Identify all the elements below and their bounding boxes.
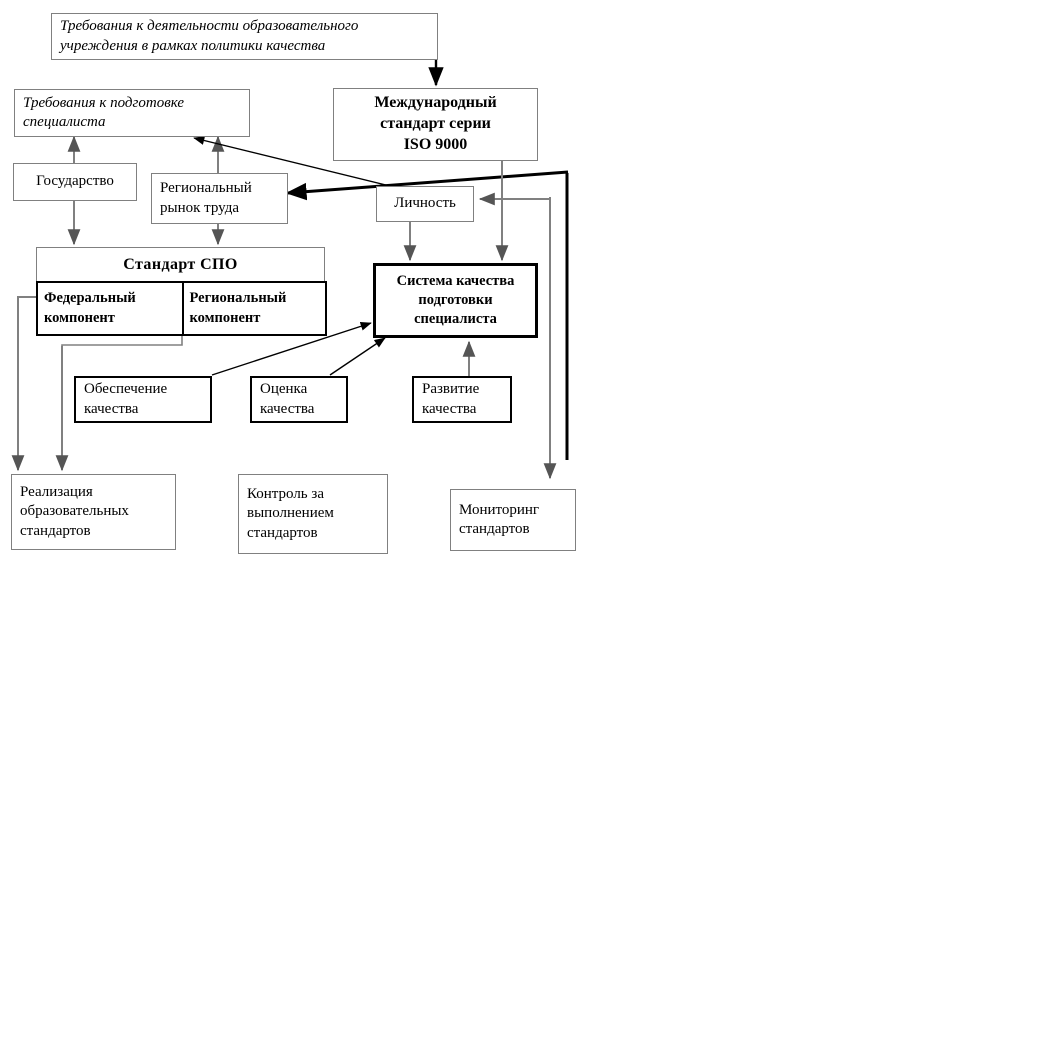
node-requirements-for-specialist[interactable]: Требования к подготовке специалиста [14,89,250,137]
node-specialist-quality-system[interactable]: Система качества подготовки специалиста [373,263,538,338]
node-personality-label: Личность [394,195,456,212]
edge-assessment-to-quality-system [329,337,386,376]
node-standards-monitoring-line1: Мониторинг [459,501,540,518]
node-quality-development-line2: качества [422,400,477,417]
node-specialist-quality-system-line2: подготовки [418,292,493,309]
node-requirements-for-activity-line1: Требования к деятельности образовательно… [60,18,359,34]
node-quality-assurance-line1: Обеспечение [84,381,168,397]
node-standards-control[interactable]: Контроль за выполнением стандартов [238,474,388,554]
edge-regional-component-to-assurance [61,333,183,376]
node-regional-labor-market-line2: рынок труда [160,199,240,216]
node-specialist-quality-system-line3: специалиста [414,310,497,327]
node-quality-development-line1: Развитие [422,381,480,397]
node-specialist-quality-system-line1: Система качества [396,273,515,290]
edge-rail-to-personality [478,192,551,206]
node-federal-component-line2: компонент [44,309,115,326]
node-regional-labor-market-line1: Региональный [160,180,252,196]
node-iso-9000-standard-line3: ISO 9000 [403,135,468,153]
standard-spo-components-row: Федеральный компонент Региональный компо… [36,281,327,336]
node-state-label: Государство [36,173,114,190]
node-standards-monitoring-line2: стандартов [459,521,530,537]
node-iso-9000-standard-line2: стандарт серии [380,115,491,133]
node-standard-spo[interactable]: Стандарт СПО Федеральный компонент Регио… [36,247,327,336]
node-standard-spo-title: Стандарт СПО [123,256,238,273]
node-requirements-for-specialist-line2: специалиста [23,114,106,130]
node-quality-assurance[interactable]: Обеспечение качества [74,376,212,423]
node-standards-control-line1: Контроль за [247,485,324,502]
node-standards-implementation[interactable]: Реализация образовательных стандартов [11,474,176,550]
node-standards-implementation-line2: образовательных [20,503,129,520]
node-standards-implementation-line3: стандартов [20,522,91,539]
node-state[interactable]: Государство [13,163,137,201]
node-requirements-for-activity[interactable]: Требования к деятельности образовательно… [51,13,438,60]
node-quality-assurance-line2: качества [84,400,139,417]
node-regional-component-line2: компонент [189,309,261,326]
node-quality-development[interactable]: Развитие качества [412,376,512,423]
node-quality-assessment-line2: качества [260,400,315,417]
node-requirements-for-specialist-line1: Требования к подготовке [23,94,185,111]
node-iso-9000-standard[interactable]: Международный стандарт серии ISO 9000 [333,88,538,161]
node-personality[interactable]: Личность [376,186,474,222]
node-standards-control-line3: стандартов [247,524,318,541]
node-regional-labor-market[interactable]: Региональный рынок труда [151,173,288,224]
node-regional-component-line1: Региональный [189,289,287,306]
node-quality-assessment-line1: Оценка [260,381,308,397]
node-requirements-for-activity-line2: учреждения в рамках политики качества [60,37,326,54]
node-standards-implementation-line1: Реализация [20,483,93,500]
edge-federal-component-to-implementation [11,296,36,472]
node-federal-component[interactable]: Федеральный компонент [38,283,182,334]
node-standards-monitoring[interactable]: Мониторинг стандартов [450,489,576,551]
node-standards-control-line2: выполнением [247,505,334,522]
node-regional-component[interactable]: Региональный компонент [181,283,326,334]
node-federal-component-line1: Федеральный [44,289,136,306]
node-iso-9000-standard-line1: Международный [374,94,497,112]
node-quality-assessment[interactable]: Оценка качества [250,376,348,423]
